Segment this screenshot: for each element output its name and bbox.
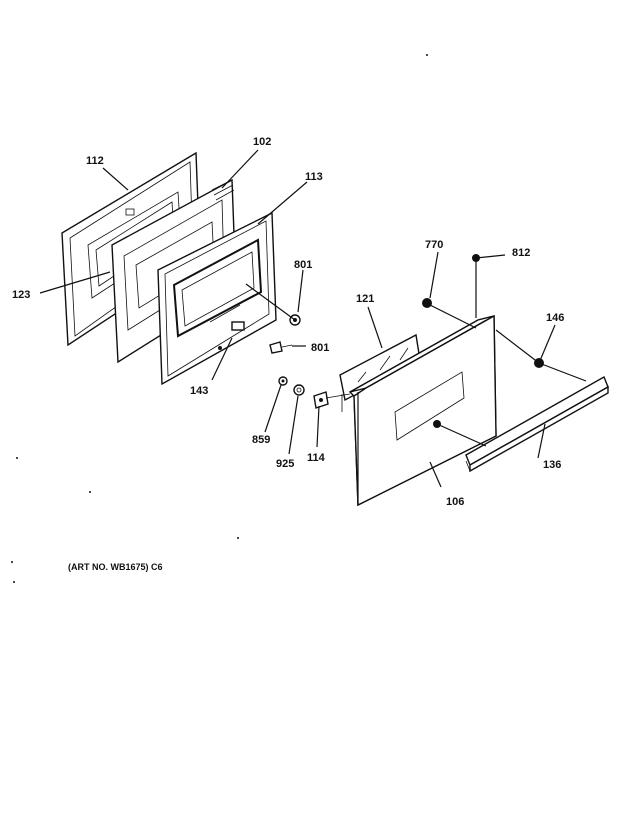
- callout-114: 114: [307, 452, 326, 464]
- callout-801-lower: 801: [311, 342, 329, 354]
- callout-143: 143: [190, 385, 208, 397]
- callout-136: 136: [543, 459, 561, 471]
- part-143-hinge-clip: [231, 321, 245, 331]
- callout-801-upper: 801: [294, 259, 312, 271]
- part-925-washer: [293, 384, 305, 396]
- callout-812: 812: [512, 247, 530, 259]
- callout-859: 859: [252, 434, 270, 446]
- part-113-door-frame: [157, 211, 277, 386]
- callout-146: 146: [546, 312, 564, 324]
- part-801-screw-lower: [269, 341, 293, 354]
- callout-106: 106: [446, 496, 464, 508]
- part-136-slide-rail: [465, 375, 609, 473]
- scan-specks: [11, 54, 428, 583]
- art-number: (ART NO. WB1675) C6: [68, 562, 163, 572]
- part-859-screw: [278, 376, 288, 386]
- callout-121: 121: [356, 293, 374, 305]
- callout-112: 112: [86, 155, 104, 167]
- part-770-bumper: [422, 298, 432, 308]
- part-106-drawer-front: [348, 314, 497, 507]
- callout-123: 123: [12, 289, 30, 301]
- callout-102: 102: [253, 136, 271, 148]
- callout-113: 113: [305, 171, 323, 183]
- assembly-lines: [39, 149, 587, 488]
- callout-770: 770: [425, 239, 443, 251]
- callout-925: 925: [276, 458, 294, 470]
- part-114-bracket: [313, 391, 329, 409]
